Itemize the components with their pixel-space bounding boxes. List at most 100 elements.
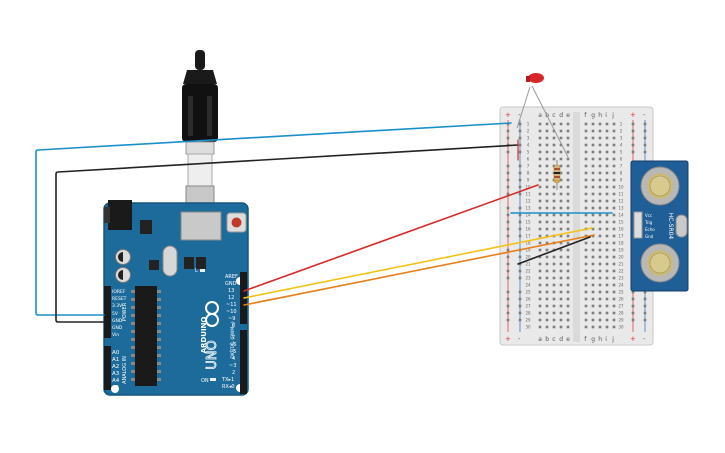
breadboard-hole[interactable]	[506, 311, 510, 315]
breadboard-hole[interactable]	[605, 143, 609, 147]
breadboard-hole[interactable]	[566, 311, 570, 315]
breadboard-hole[interactable]	[566, 122, 570, 126]
breadboard-hole[interactable]	[643, 297, 647, 301]
breadboard-hole[interactable]	[598, 213, 602, 217]
breadboard-hole[interactable]	[552, 325, 556, 329]
breadboard-hole[interactable]	[605, 171, 609, 175]
breadboard-hole[interactable]	[538, 192, 542, 196]
breadboard-hole[interactable]	[605, 122, 609, 126]
breadboard-hole[interactable]	[518, 227, 522, 231]
breadboard-hole[interactable]	[605, 213, 609, 217]
breadboard-hole[interactable]	[605, 164, 609, 168]
breadboard-hole[interactable]	[538, 150, 542, 154]
breadboard-hole[interactable]	[559, 283, 563, 287]
breadboard-hole[interactable]	[591, 164, 595, 168]
breadboard-hole[interactable]	[605, 290, 609, 294]
breadboard-hole[interactable]	[518, 276, 522, 280]
breadboard-hole[interactable]	[518, 255, 522, 259]
breadboard-hole[interactable]	[538, 220, 542, 224]
breadboard-hole[interactable]	[538, 255, 542, 259]
breadboard-hole[interactable]	[631, 297, 635, 301]
breadboard-hole[interactable]	[538, 297, 542, 301]
breadboard-hole[interactable]	[545, 325, 549, 329]
breadboard-hole[interactable]	[566, 255, 570, 259]
breadboard-hole[interactable]	[584, 269, 588, 273]
breadboard-hole[interactable]	[559, 304, 563, 308]
breadboard-hole[interactable]	[598, 290, 602, 294]
breadboard-hole[interactable]	[506, 122, 510, 126]
breadboard-hole[interactable]	[538, 185, 542, 189]
breadboard-hole[interactable]	[506, 276, 510, 280]
breadboard-hole[interactable]	[559, 276, 563, 280]
breadboard-hole[interactable]	[584, 311, 588, 315]
breadboard-hole[interactable]	[584, 255, 588, 259]
breadboard-hole[interactable]	[612, 325, 616, 329]
breadboard-hole[interactable]	[566, 220, 570, 224]
breadboard-hole[interactable]	[598, 304, 602, 308]
breadboard-hole[interactable]	[584, 213, 588, 217]
breadboard-hole[interactable]	[598, 248, 602, 252]
breadboard-hole[interactable]	[631, 318, 635, 322]
breadboard-hole[interactable]	[584, 192, 588, 196]
wire-black-jumper[interactable]	[517, 236, 591, 265]
breadboard-hole[interactable]	[545, 185, 549, 189]
breadboard-hole[interactable]	[605, 304, 609, 308]
breadboard-hole[interactable]	[605, 297, 609, 301]
breadboard-hole[interactable]	[584, 157, 588, 161]
breadboard-hole[interactable]	[545, 262, 549, 266]
breadboard-hole[interactable]	[612, 290, 616, 294]
breadboard-hole[interactable]	[584, 262, 588, 266]
breadboard-hole[interactable]	[612, 220, 616, 224]
breadboard-hole[interactable]	[545, 283, 549, 287]
breadboard-hole[interactable]	[518, 122, 522, 126]
breadboard-hole[interactable]	[612, 178, 616, 182]
breadboard-hole[interactable]	[591, 157, 595, 161]
breadboard-hole[interactable]	[598, 129, 602, 133]
breadboard-hole[interactable]	[566, 241, 570, 245]
breadboard-hole[interactable]	[506, 178, 510, 182]
breadboard-hole[interactable]	[552, 262, 556, 266]
breadboard-hole[interactable]	[612, 129, 616, 133]
breadboard-hole[interactable]	[545, 206, 549, 210]
breadboard-hole[interactable]	[598, 255, 602, 259]
breadboard-hole[interactable]	[584, 304, 588, 308]
breadboard-hole[interactable]	[506, 248, 510, 252]
breadboard-hole[interactable]	[538, 290, 542, 294]
breadboard-hole[interactable]	[552, 283, 556, 287]
breadboard-hole[interactable]	[538, 213, 542, 217]
breadboard-hole[interactable]	[566, 276, 570, 280]
breadboard-hole[interactable]	[605, 311, 609, 315]
breadboard-hole[interactable]	[559, 213, 563, 217]
breadboard-hole[interactable]	[591, 325, 595, 329]
breadboard-hole[interactable]	[598, 234, 602, 238]
breadboard[interactable]: + + + + - - - - aabbccddeeffgghhiijj 112…	[499, 106, 654, 346]
breadboard-hole[interactable]	[518, 297, 522, 301]
breadboard-hole[interactable]	[598, 297, 602, 301]
breadboard-hole[interactable]	[598, 164, 602, 168]
breadboard-hole[interactable]	[506, 206, 510, 210]
breadboard-hole[interactable]	[598, 178, 602, 182]
breadboard-hole[interactable]	[518, 290, 522, 294]
breadboard-hole[interactable]	[545, 213, 549, 217]
breadboard-hole[interactable]	[598, 325, 602, 329]
breadboard-hole[interactable]	[612, 269, 616, 273]
breadboard-hole[interactable]	[545, 276, 549, 280]
breadboard-hole[interactable]	[538, 171, 542, 175]
breadboard-hole[interactable]	[559, 171, 563, 175]
breadboard-hole[interactable]	[584, 199, 588, 203]
breadboard-hole[interactable]	[612, 136, 616, 140]
breadboard-hole[interactable]	[631, 129, 635, 133]
breadboard-hole[interactable]	[605, 185, 609, 189]
breadboard-hole[interactable]	[552, 136, 556, 140]
arduino-uno-board[interactable]: ARDUINO UNO ON L DIGITAL (PWM~) AREF GND…	[103, 200, 249, 396]
breadboard-hole[interactable]	[591, 178, 595, 182]
breadboard-hole[interactable]	[545, 227, 549, 231]
breadboard-hole[interactable]	[506, 192, 510, 196]
breadboard-hole[interactable]	[598, 136, 602, 140]
breadboard-hole[interactable]	[584, 178, 588, 182]
breadboard-hole[interactable]	[584, 325, 588, 329]
breadboard-hole[interactable]	[598, 269, 602, 273]
breadboard-hole[interactable]	[591, 276, 595, 280]
breadboard-hole[interactable]	[559, 241, 563, 245]
breadboard-hole[interactable]	[598, 122, 602, 126]
